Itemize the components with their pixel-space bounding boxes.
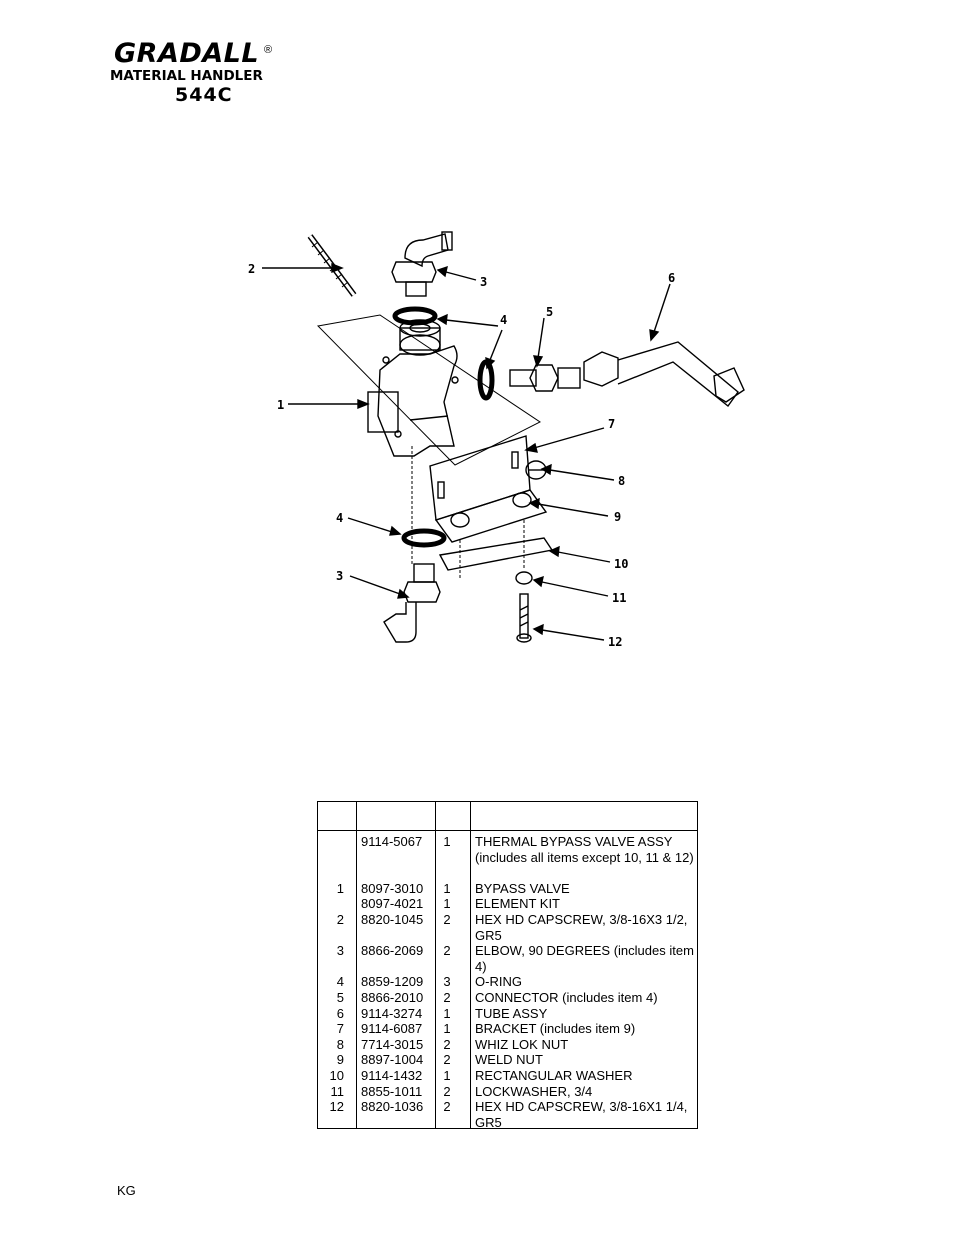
description: TUBE ASSY — [475, 1005, 548, 1021]
callout-8: 8 — [618, 474, 625, 488]
rectangular-washer-item-10 — [438, 537, 554, 571]
o-ring-bottom-item-4 — [401, 528, 447, 548]
part-number: 8820-1045 — [361, 912, 424, 927]
elbow-top-item-3 — [391, 231, 453, 297]
callout-labels: 2 3 4 5 6 1 7 8 9 4 10 3 11 12 — [248, 262, 675, 649]
description: BYPASS VALVE — [475, 880, 570, 896]
part-number: 9114-3274 — [361, 1005, 423, 1021]
description: CONNECTOR (includes item 4) — [475, 990, 658, 1005]
part-number: 8820-1036 — [361, 1099, 424, 1115]
part-number: 8097-4021 — [361, 896, 424, 912]
brand-subtitle: MATERIAL HANDLER — [110, 68, 263, 84]
part-number: 8097-3010 — [361, 880, 424, 896]
quantity: 2 — [443, 1099, 451, 1115]
capscrew-item-12 — [516, 593, 532, 643]
item-number: 1 — [336, 880, 344, 896]
quantity: 1 — [443, 880, 451, 896]
quantity: 2 — [443, 943, 451, 959]
bracket-item-7 — [429, 435, 548, 543]
description: WELD NUT — [475, 1052, 543, 1068]
quantity: 2 — [443, 990, 451, 1005]
description: HEX HD CAPSCREW, 3/8-16X3 1/2, GR5 — [475, 912, 688, 943]
description: LOCKWASHER, 3/4 — [475, 1083, 593, 1099]
lockwasher-item-11 — [515, 571, 533, 585]
item-number: 8 — [336, 1036, 344, 1052]
callout-2: 2 — [248, 262, 255, 276]
part-number: 7714-3015 — [361, 1036, 424, 1052]
callout-12: 12 — [608, 635, 622, 649]
description: BRACKET (includes item 9) — [475, 1021, 636, 1037]
model-number: 544C — [175, 84, 233, 106]
description: THERMAL BYPASS VALVE ASSY (includes all … — [475, 834, 694, 865]
bypass-valve-item-1 — [367, 319, 459, 457]
description: HEX HD CAPSCREW, 3/8-16X1 1/4, GR5 — [475, 1099, 688, 1130]
item-number: 10 — [329, 1068, 344, 1083]
quantity: 1 — [443, 896, 451, 912]
quantity: 2 — [443, 1052, 451, 1068]
part-number: 8866-2069 — [361, 943, 424, 959]
item-number: 9 — [336, 1052, 344, 1068]
o-ring-top-item-4 — [392, 306, 438, 326]
brand-name: GRADALL — [114, 38, 260, 69]
item-number: 6 — [336, 1005, 344, 1021]
part-number: 8866-2010 — [361, 990, 424, 1005]
registered-mark: ® — [264, 44, 273, 56]
part-number: 9114-5067 — [361, 834, 423, 849]
description: ELBOW, 90 DEGREES (includes item 4) — [475, 943, 694, 974]
part-number: 9114-6087 — [361, 1021, 423, 1037]
exploded-parts-diagram: 2 3 4 5 6 1 7 8 9 4 10 3 11 12 — [240, 220, 760, 660]
quantity: 1 — [443, 834, 451, 849]
column-divider — [435, 802, 436, 1128]
item-number: 7 — [336, 1021, 344, 1037]
part-number: 8897-1004 — [361, 1052, 424, 1068]
quantity: 1 — [443, 1068, 451, 1083]
quantity: 1 — [443, 1005, 451, 1021]
quantity: 2 — [443, 1083, 451, 1099]
weld-nuts-item-9 — [450, 492, 532, 528]
column-divider — [356, 802, 357, 1128]
connector-item-5 — [509, 364, 581, 392]
o-ring-side-item-4 — [477, 359, 495, 401]
description: WHIZ LOK NUT — [475, 1036, 569, 1052]
column-divider — [470, 802, 471, 1128]
callout-4-lower: 4 — [336, 511, 343, 525]
footer-code: KG — [117, 1183, 136, 1198]
quantity: 2 — [443, 1036, 451, 1052]
item-number: 12 — [329, 1099, 344, 1115]
description: O-RING — [475, 974, 522, 990]
callout-3: 3 — [480, 275, 487, 289]
quantity: 2 — [443, 912, 451, 927]
callout-6: 6 — [668, 271, 675, 285]
parts-list-table: 9114-5067 1 THERMAL BYPASS VALVE ASSY (inc… — [317, 801, 698, 1130]
callout-4: 4 — [500, 313, 507, 327]
description: ELEMENT KIT — [475, 896, 561, 912]
part-number: 8855-1011 — [361, 1083, 423, 1099]
item-number: 2 — [336, 912, 344, 927]
callout-9: 9 — [614, 510, 621, 524]
elbow-bottom-item-3 — [383, 563, 441, 643]
callout-10: 10 — [614, 557, 628, 571]
item-number: 3 — [336, 943, 344, 959]
diagram-svg: 2 3 4 5 6 1 7 8 9 4 10 3 11 12 — [248, 231, 745, 649]
callout-5: 5 — [546, 305, 553, 319]
callout-1: 1 — [277, 398, 284, 412]
quantity: 1 — [443, 1021, 451, 1037]
description: RECTANGULAR WASHER — [475, 1068, 633, 1083]
callout-7: 7 — [608, 417, 615, 431]
quantity: 3 — [443, 974, 451, 990]
item-number: 11 — [330, 1083, 345, 1099]
callout-11: 11 — [612, 591, 626, 605]
item-number: 4 — [336, 974, 344, 990]
header-divider — [318, 830, 697, 831]
tube-assy-item-6 — [583, 341, 745, 408]
part-number: 8859-1209 — [361, 974, 424, 990]
item-number: 5 — [336, 990, 344, 1005]
part-number: 9114-1432 — [361, 1068, 423, 1083]
callout-3-lower: 3 — [336, 569, 343, 583]
mounting-plane — [316, 314, 541, 466]
